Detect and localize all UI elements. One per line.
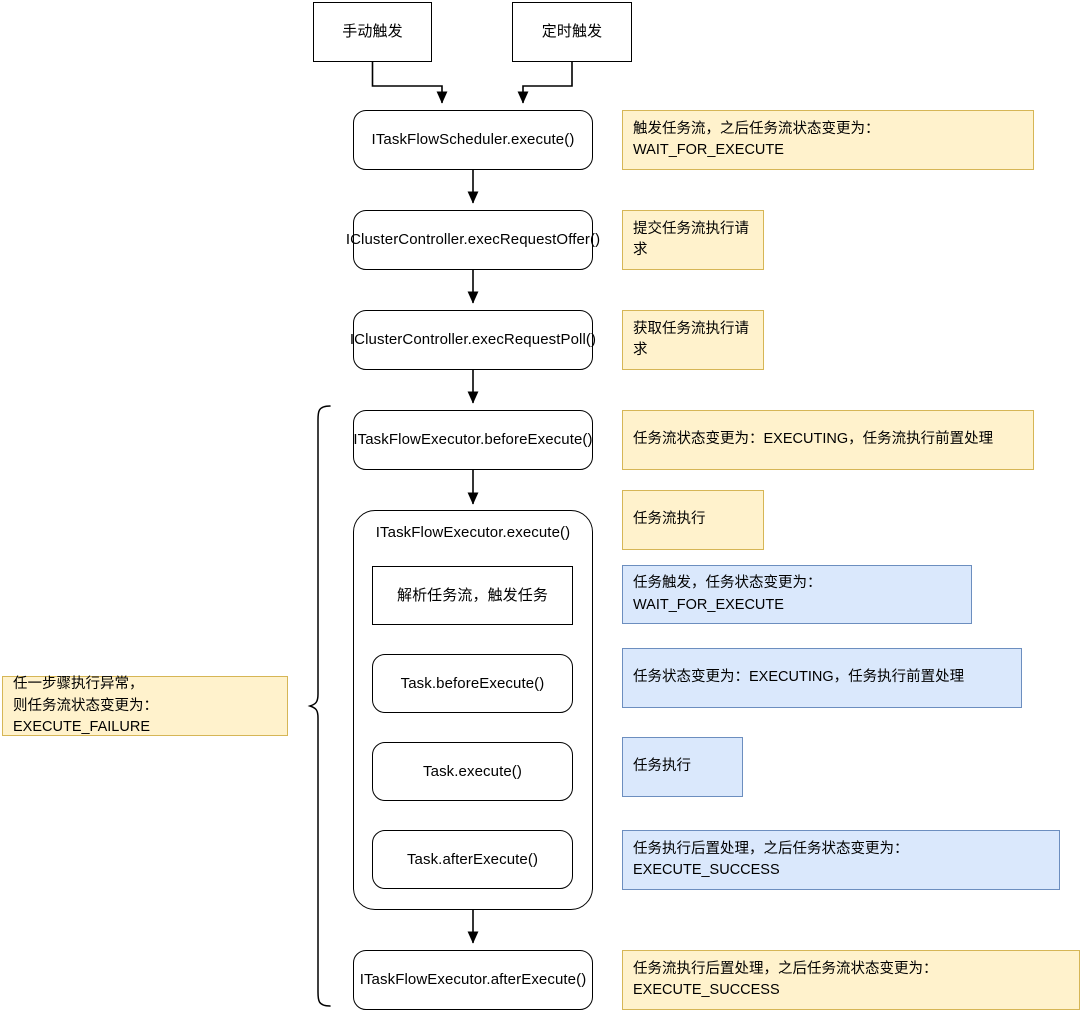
note-task-trigger-wait-for-execute: 任务触发，任务状态变更为：WAIT_FOR_EXECUTE xyxy=(622,565,972,624)
node-cluster-controller-exec-request-offer[interactable]: IClusterController.execRequestOffer() xyxy=(346,210,600,270)
note-text: 提交任务流执行请求 xyxy=(633,220,749,258)
note-submit-exec-request: 提交任务流执行请求 xyxy=(622,210,764,270)
node-label: ITaskFlowScheduler.execute() xyxy=(371,131,575,149)
note-text: 触发任务流，之后任务流状态变更为：WAIT_FOR_EXECUTE xyxy=(633,120,880,158)
node-task-before-execute[interactable]: Task.beforeExecute() xyxy=(372,654,573,713)
note-task-executing: 任务状态变更为：EXECUTING，任务执行前置处理 xyxy=(622,648,1022,708)
note-execute-failure: 任一步骤执行异常， 则任务流状态变更为：EXECUTE_FAILURE xyxy=(2,676,288,736)
node-label: Task.afterExecute() xyxy=(406,850,539,868)
node-label: 解析任务流，触发任务 xyxy=(396,586,548,604)
note-text: 任务流执行 xyxy=(633,511,706,528)
note-text: 任务流状态变更为：EXECUTING，任务流执行前置处理 xyxy=(633,431,994,448)
node-label: Task.beforeExecute() xyxy=(400,674,545,692)
note-task-after-execute-success: 任务执行后置处理，之后任务状态变更为：EXECUTE_SUCCESS xyxy=(622,830,1060,890)
failure-scope-brace xyxy=(307,405,331,1007)
edge-scheduled-to-scheduler xyxy=(517,62,573,104)
group-title: ITaskFlowExecutor.execute() xyxy=(375,524,571,541)
node-label: 定时触发 xyxy=(541,23,603,41)
note-text: 任务执行 xyxy=(633,758,691,775)
note-taskflow-execute: 任务流执行 xyxy=(622,490,764,550)
note-text: 任务触发，任务状态变更为：WAIT_FOR_EXECUTE xyxy=(633,575,822,613)
note-text: 任务状态变更为：EXECUTING，任务执行前置处理 xyxy=(633,669,965,686)
node-label: IClusterController.execRequestOffer() xyxy=(345,231,601,249)
node-label: 手动触发 xyxy=(342,23,403,41)
node-task-after-execute[interactable]: Task.afterExecute() xyxy=(372,830,573,889)
note-text: 任一步骤执行异常， 则任务流状态变更为：EXECUTE_FAILURE xyxy=(13,676,158,735)
note-task-execute: 任务执行 xyxy=(622,737,743,797)
node-parse-taskflow-trigger-task[interactable]: 解析任务流，触发任务 xyxy=(372,566,573,625)
node-label: ITaskFlowExecutor.afterExecute() xyxy=(359,971,587,989)
note-text: 任务流执行后置处理，之后任务流状态变更为：EXECUTE_SUCCESS xyxy=(633,960,938,998)
edge-manual-to-scheduler xyxy=(371,62,448,104)
node-label: Task.execute() xyxy=(423,762,522,780)
note-text: 获取任务流执行请求 xyxy=(633,320,749,358)
node-taskflow-scheduler-execute[interactable]: ITaskFlowScheduler.execute() xyxy=(353,110,593,170)
note-taskflow-after-execute-success: 任务流执行后置处理，之后任务流状态变更为：EXECUTE_SUCCESS xyxy=(622,950,1080,1010)
node-scheduled-trigger[interactable]: 定时触发 xyxy=(512,2,632,62)
node-label: IClusterController.execRequestPoll() xyxy=(349,331,597,349)
node-cluster-controller-exec-request-poll[interactable]: IClusterController.execRequestPoll() xyxy=(349,310,597,370)
node-manual-trigger[interactable]: 手动触发 xyxy=(313,2,432,62)
node-task-execute[interactable]: Task.execute() xyxy=(372,742,573,801)
note-taskflow-executing: 任务流状态变更为：EXECUTING，任务流执行前置处理 xyxy=(622,410,1034,470)
node-label: ITaskFlowExecutor.beforeExecute() xyxy=(353,431,593,449)
node-taskflow-executor-before-execute[interactable]: ITaskFlowExecutor.beforeExecute() xyxy=(353,410,593,470)
note-fetch-exec-request: 获取任务流执行请求 xyxy=(622,310,764,370)
node-taskflow-executor-after-execute[interactable]: ITaskFlowExecutor.afterExecute() xyxy=(353,950,593,1010)
note-trigger-taskflow: 触发任务流，之后任务流状态变更为：WAIT_FOR_EXECUTE xyxy=(622,110,1034,170)
note-text: 任务执行后置处理，之后任务状态变更为：EXECUTE_SUCCESS xyxy=(633,840,909,878)
